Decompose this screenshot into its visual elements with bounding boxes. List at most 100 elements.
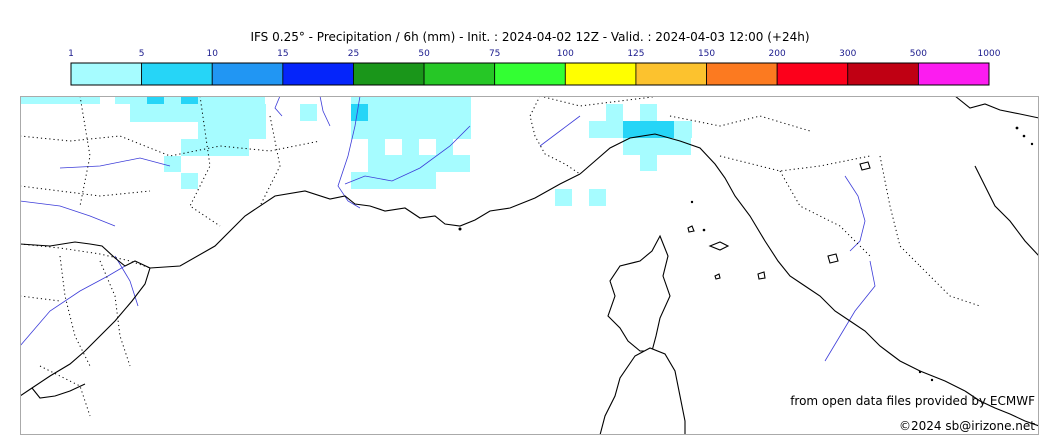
precip-cell xyxy=(606,104,623,121)
islet xyxy=(930,378,934,382)
precip-cell xyxy=(368,155,470,172)
precip-cell xyxy=(181,139,249,156)
colorbar-tick-label: 50 xyxy=(418,49,430,59)
islands xyxy=(599,161,871,435)
precip-cell xyxy=(402,139,419,155)
precip-cell xyxy=(181,173,198,189)
colorbar-tick-label: 200 xyxy=(769,49,786,59)
islet xyxy=(1015,126,1019,130)
rivers xyxy=(20,96,876,362)
colorbar-swatch xyxy=(494,62,566,86)
colorbar-tick-label: 500 xyxy=(910,49,927,59)
river-rhine xyxy=(274,96,283,117)
river-ebro xyxy=(20,265,126,347)
colorbar-tick-label: 15 xyxy=(277,49,288,59)
precip-cell xyxy=(623,121,674,138)
precipitation-map xyxy=(20,96,1039,435)
admin-borders xyxy=(20,96,981,417)
precipitation-cells xyxy=(20,96,692,206)
river-durance xyxy=(344,125,471,185)
precip-cell xyxy=(589,189,606,206)
colorbar-swatch xyxy=(917,62,990,86)
river-arno xyxy=(844,175,866,252)
colorbar-tick-label: 25 xyxy=(348,49,359,59)
colorbar-swatch xyxy=(635,62,707,86)
river-tarn xyxy=(59,157,171,169)
colorbar-swatch xyxy=(847,62,919,86)
colorbar-tick-label: 300 xyxy=(839,49,856,59)
region-borders-spain xyxy=(20,255,131,417)
island-lake-trasimeno xyxy=(859,161,871,171)
colorbar-swatch xyxy=(706,62,778,86)
coast-italy-south xyxy=(964,390,1039,427)
colorbar-tick-label: 125 xyxy=(627,49,644,59)
precip-cell xyxy=(300,104,317,121)
precip-cell xyxy=(623,138,691,155)
island-capraia xyxy=(687,225,695,233)
coast-ebro-delta xyxy=(31,383,86,399)
colorbar-tick-label: 100 xyxy=(557,49,574,59)
colorbar-swatch xyxy=(282,62,354,86)
coastlines xyxy=(20,96,1039,427)
colorbar-swatch xyxy=(564,62,637,86)
island-corsica xyxy=(607,234,671,352)
precip-cell xyxy=(640,155,657,171)
colorbar-swatch xyxy=(353,62,425,86)
islet xyxy=(458,227,462,231)
precip-cell xyxy=(20,96,100,104)
precip-cell xyxy=(436,139,453,155)
colorbar-swatch xyxy=(423,62,496,86)
colorbar-tick-label: 5 xyxy=(139,49,145,59)
island-elba xyxy=(708,241,730,251)
data-source-credit: from open data files provided by ECMWF xyxy=(790,394,1035,408)
colorbar-tick-label: 75 xyxy=(489,49,500,59)
islet xyxy=(690,200,694,204)
precip-cell xyxy=(164,156,181,172)
river-saone xyxy=(319,96,331,127)
colorbar-swatch xyxy=(776,62,849,86)
coast-italy-east xyxy=(954,96,1039,119)
river-segre xyxy=(114,255,139,307)
precip-cell xyxy=(147,96,164,104)
precip-cell xyxy=(130,104,266,122)
colorbar-tick-label: 10 xyxy=(207,49,219,59)
small-islets xyxy=(458,126,1034,382)
colorbar-tick-label: 1 xyxy=(68,49,74,59)
map-frame xyxy=(20,96,1039,435)
region-borders-france xyxy=(20,96,321,227)
precip-cell xyxy=(198,122,266,139)
colorbar-tick-label: 150 xyxy=(698,49,715,59)
island-pianosa xyxy=(714,273,721,280)
island-sardinia-north xyxy=(599,347,686,435)
precip-cell xyxy=(351,104,368,121)
islet xyxy=(1030,142,1034,146)
colorbar-swatch xyxy=(211,62,284,86)
coast-adriatic xyxy=(974,165,1039,257)
copyright-notice: ©2024 sb@irizone.net xyxy=(899,419,1035,433)
colorbar-swatch xyxy=(141,62,213,86)
map-title: IFS 0.25° - Precipitation / 6h (mm) - In… xyxy=(250,30,810,44)
islet xyxy=(702,228,706,232)
precip-cell xyxy=(351,96,471,139)
island-lake-bolsena xyxy=(827,253,839,264)
islet xyxy=(1022,134,1026,138)
border-france-italy xyxy=(529,96,581,175)
river-rhone xyxy=(337,96,361,209)
coast-france-mediterranean xyxy=(149,173,581,269)
island-giglio xyxy=(757,271,766,280)
river-tiber xyxy=(824,260,876,362)
coast-spain xyxy=(20,241,151,397)
region-borders-italy xyxy=(669,115,981,307)
islet xyxy=(918,370,922,374)
river-garonne xyxy=(20,200,116,227)
precip-cell xyxy=(368,139,385,155)
border-italy-switzerland xyxy=(539,96,661,107)
river-var xyxy=(539,115,581,147)
precip-cell xyxy=(181,96,198,104)
colorbar-swatch xyxy=(70,62,143,86)
precip-cell xyxy=(640,104,657,121)
colorbar-tick-label: 1000 xyxy=(978,49,1001,59)
border-france-spain xyxy=(20,243,151,269)
precip-cell xyxy=(555,189,572,206)
